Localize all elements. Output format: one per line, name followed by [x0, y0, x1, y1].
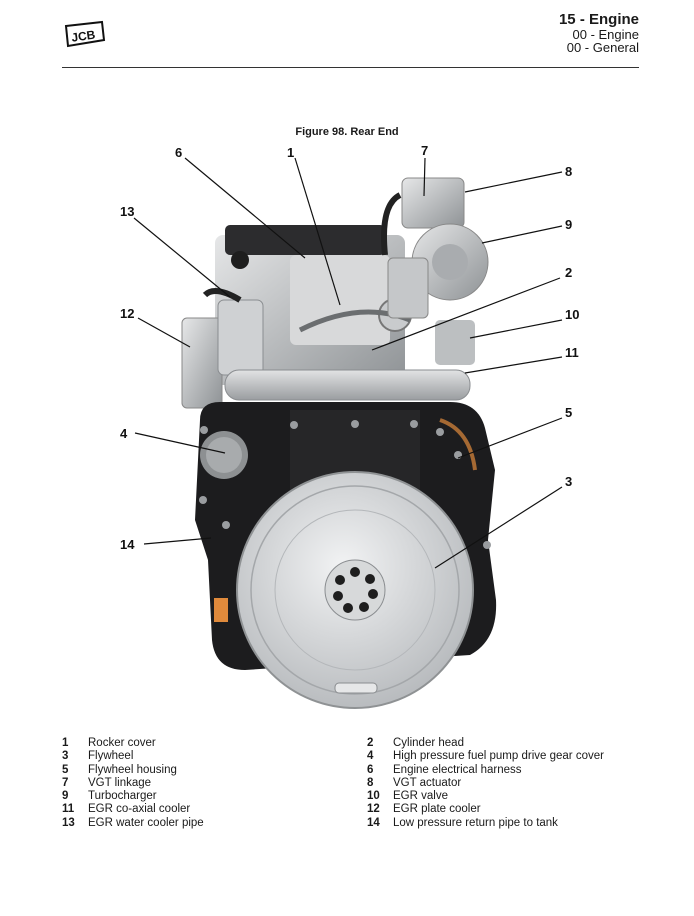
callout-5: 5	[565, 405, 572, 420]
legend-label: Cylinder head	[393, 737, 464, 749]
flywheel-disc	[236, 471, 474, 709]
legend-item: 2 Cylinder head	[367, 737, 604, 750]
callout-4: 4	[120, 426, 128, 441]
turbocharger-assembly	[381, 177, 489, 365]
logo-text: JCB	[70, 27, 96, 44]
jcb-logo: JCB	[64, 20, 106, 48]
egr-plate-cooler	[181, 288, 264, 409]
legend-item: 6 Engine electrical harness	[367, 764, 604, 777]
legend-label: Turbocharger	[88, 790, 157, 803]
section-title: 15 - Engine	[558, 11, 639, 28]
callout-10: 10	[565, 307, 579, 322]
legend-item: 1 Rocker cover	[62, 737, 204, 750]
legend-number: 14	[367, 816, 380, 829]
legend-number: 7	[62, 776, 69, 789]
legend-label: EGR plate cooler	[393, 803, 481, 816]
legend-item: 3 Flywheel	[62, 750, 204, 763]
callout-3: 3	[565, 474, 572, 489]
legend-number: 8	[367, 776, 374, 789]
legend-item: 8 VGT actuator	[367, 777, 604, 790]
legend-number: 4	[367, 750, 374, 763]
legend-item: 9 Turbocharger	[62, 790, 204, 803]
callout-leaders	[133, 157, 563, 569]
legend-item: 4 High pressure fuel pump drive gear cove…	[367, 750, 604, 763]
legend-item: 5 Flywheel housing	[62, 764, 204, 777]
legend-label: VGT linkage	[88, 776, 152, 789]
legend-number: 10	[367, 790, 380, 803]
legend-number: 13	[62, 816, 75, 829]
legend-label: EGR water cooler pipe	[88, 816, 204, 829]
legend-label: Engine electrical harness	[393, 763, 522, 776]
callout-13: 13	[120, 204, 134, 219]
callout-12: 12	[120, 306, 134, 321]
subsection-title: 00 - Engine	[572, 26, 640, 42]
legend-number: 3	[62, 750, 69, 763]
header-divider	[62, 67, 639, 68]
callout-1: 1	[287, 145, 294, 160]
legend-label: Flywheel	[88, 750, 134, 763]
legend-item: 14 Low pressure return pipe to tank	[367, 817, 604, 830]
callout-8: 8	[565, 164, 572, 179]
legend-left-column: 1 Rocker cover 3 Flywheel 5 Flywheel housin…	[62, 737, 204, 830]
callout-14: 14	[120, 537, 135, 552]
legend-label: EGR co-axial cooler	[88, 803, 191, 816]
legend-label: EGR valve	[393, 790, 448, 803]
callout-6: 6	[175, 145, 182, 160]
callout-11: 11	[565, 345, 579, 360]
legend-item: 11 EGR co-axial cooler	[62, 803, 204, 816]
legend-label: Rocker cover	[88, 737, 156, 749]
legend-number: 11	[62, 803, 75, 816]
legend-number: 6	[367, 763, 374, 776]
legend-item: 13 EGR water cooler pipe	[62, 817, 204, 830]
legend-item: 12 EGR plate cooler	[367, 803, 604, 816]
legend-right-column: 2 Cylinder head 4 High pressure fuel pump …	[367, 737, 604, 830]
callout-9: 9	[565, 217, 572, 232]
legend-label: Low pressure return pipe to tank	[393, 816, 558, 829]
legend-number: 1	[62, 737, 69, 749]
legend-item: 10 EGR valve	[367, 790, 604, 803]
page-header: 15 - Engine 00 - Engine 00 - General	[559, 12, 639, 55]
legend-label: High pressure fuel pump drive gear cover	[393, 750, 604, 763]
legend-number: 12	[367, 803, 380, 816]
figure-title: Figure 98. Rear End	[295, 126, 399, 138]
egr-coaxial-cooler	[224, 369, 471, 401]
legend-number: 2	[367, 737, 374, 749]
legend-label: Flywheel housing	[88, 763, 177, 776]
legend-label: VGT actuator	[393, 776, 462, 789]
callout-2: 2	[565, 265, 572, 280]
legend-number: 9	[62, 790, 69, 803]
callout-7: 7	[421, 143, 428, 158]
topic-title: 00 - General	[566, 40, 639, 56]
legend-item: 7 VGT linkage	[62, 777, 204, 790]
legend-number: 5	[62, 763, 69, 776]
